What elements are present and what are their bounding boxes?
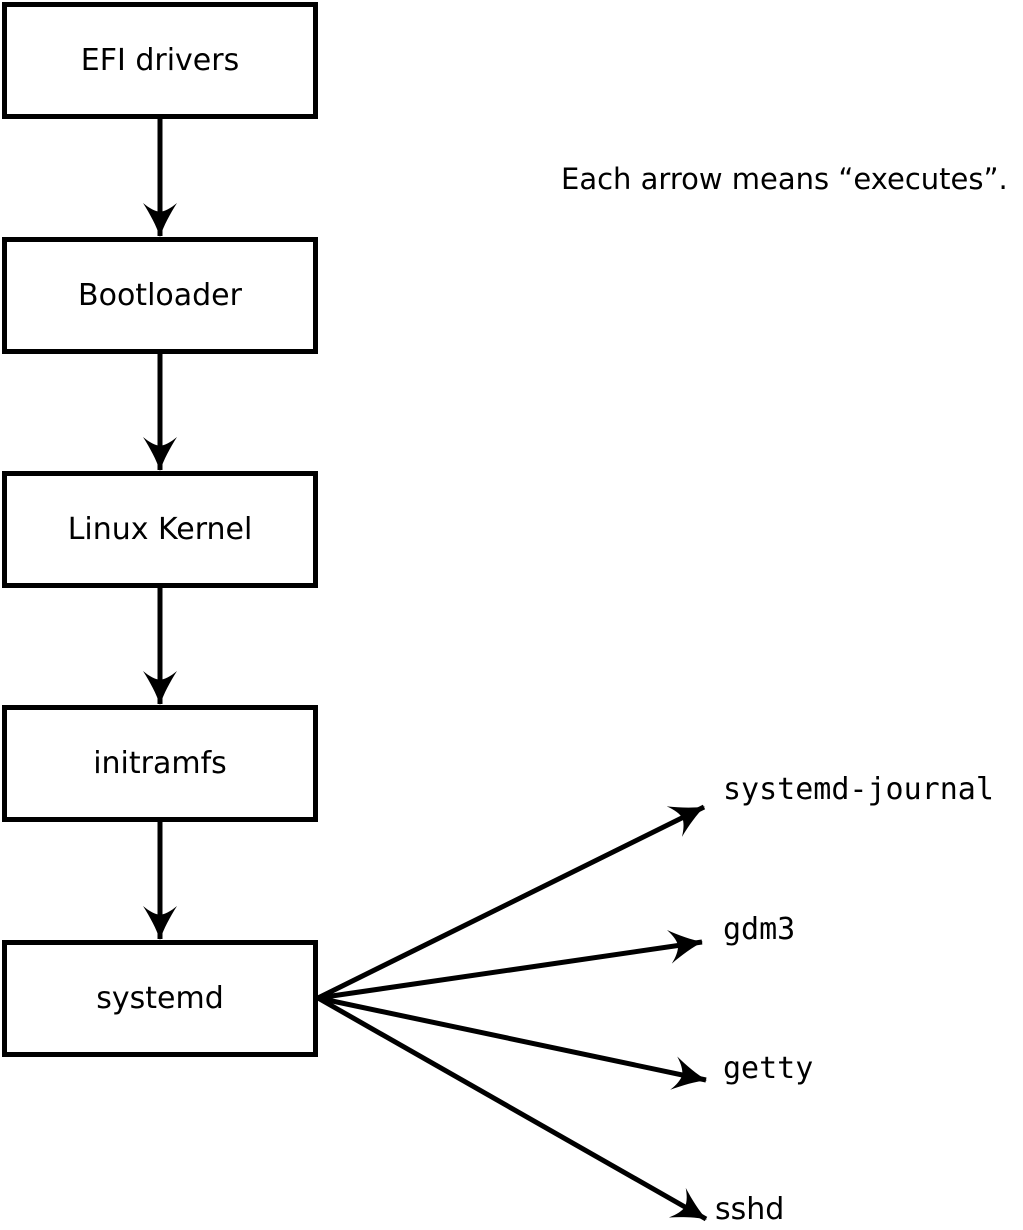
flow-box-efi-drivers: EFI drivers: [2, 2, 318, 119]
fanout-label-systemd-journal: systemd-journal: [723, 772, 994, 807]
arrow-systemd-to-journal: [316, 804, 706, 1001]
arrow-systemd-to-gdm3: [317, 929, 703, 1001]
flow-box-initramfs: initramfs: [2, 705, 318, 822]
arrow-systemd-to-getty: [317, 995, 707, 1090]
fanout-label-getty: getty: [723, 1051, 814, 1086]
fanout-label-gdm3: gdm3: [723, 912, 796, 947]
flow-box-systemd: systemd: [2, 940, 318, 1057]
flow-box-bootloader: Bootloader: [2, 237, 318, 354]
flow-box-linux-kernel: Linux Kernel: [2, 471, 318, 588]
arrow-meaning-note: Each arrow means “executes”.: [561, 162, 1008, 196]
arrow-systemd-to-sshd: [316, 995, 708, 1222]
fanout-label-sshd: sshd: [715, 1192, 785, 1227]
